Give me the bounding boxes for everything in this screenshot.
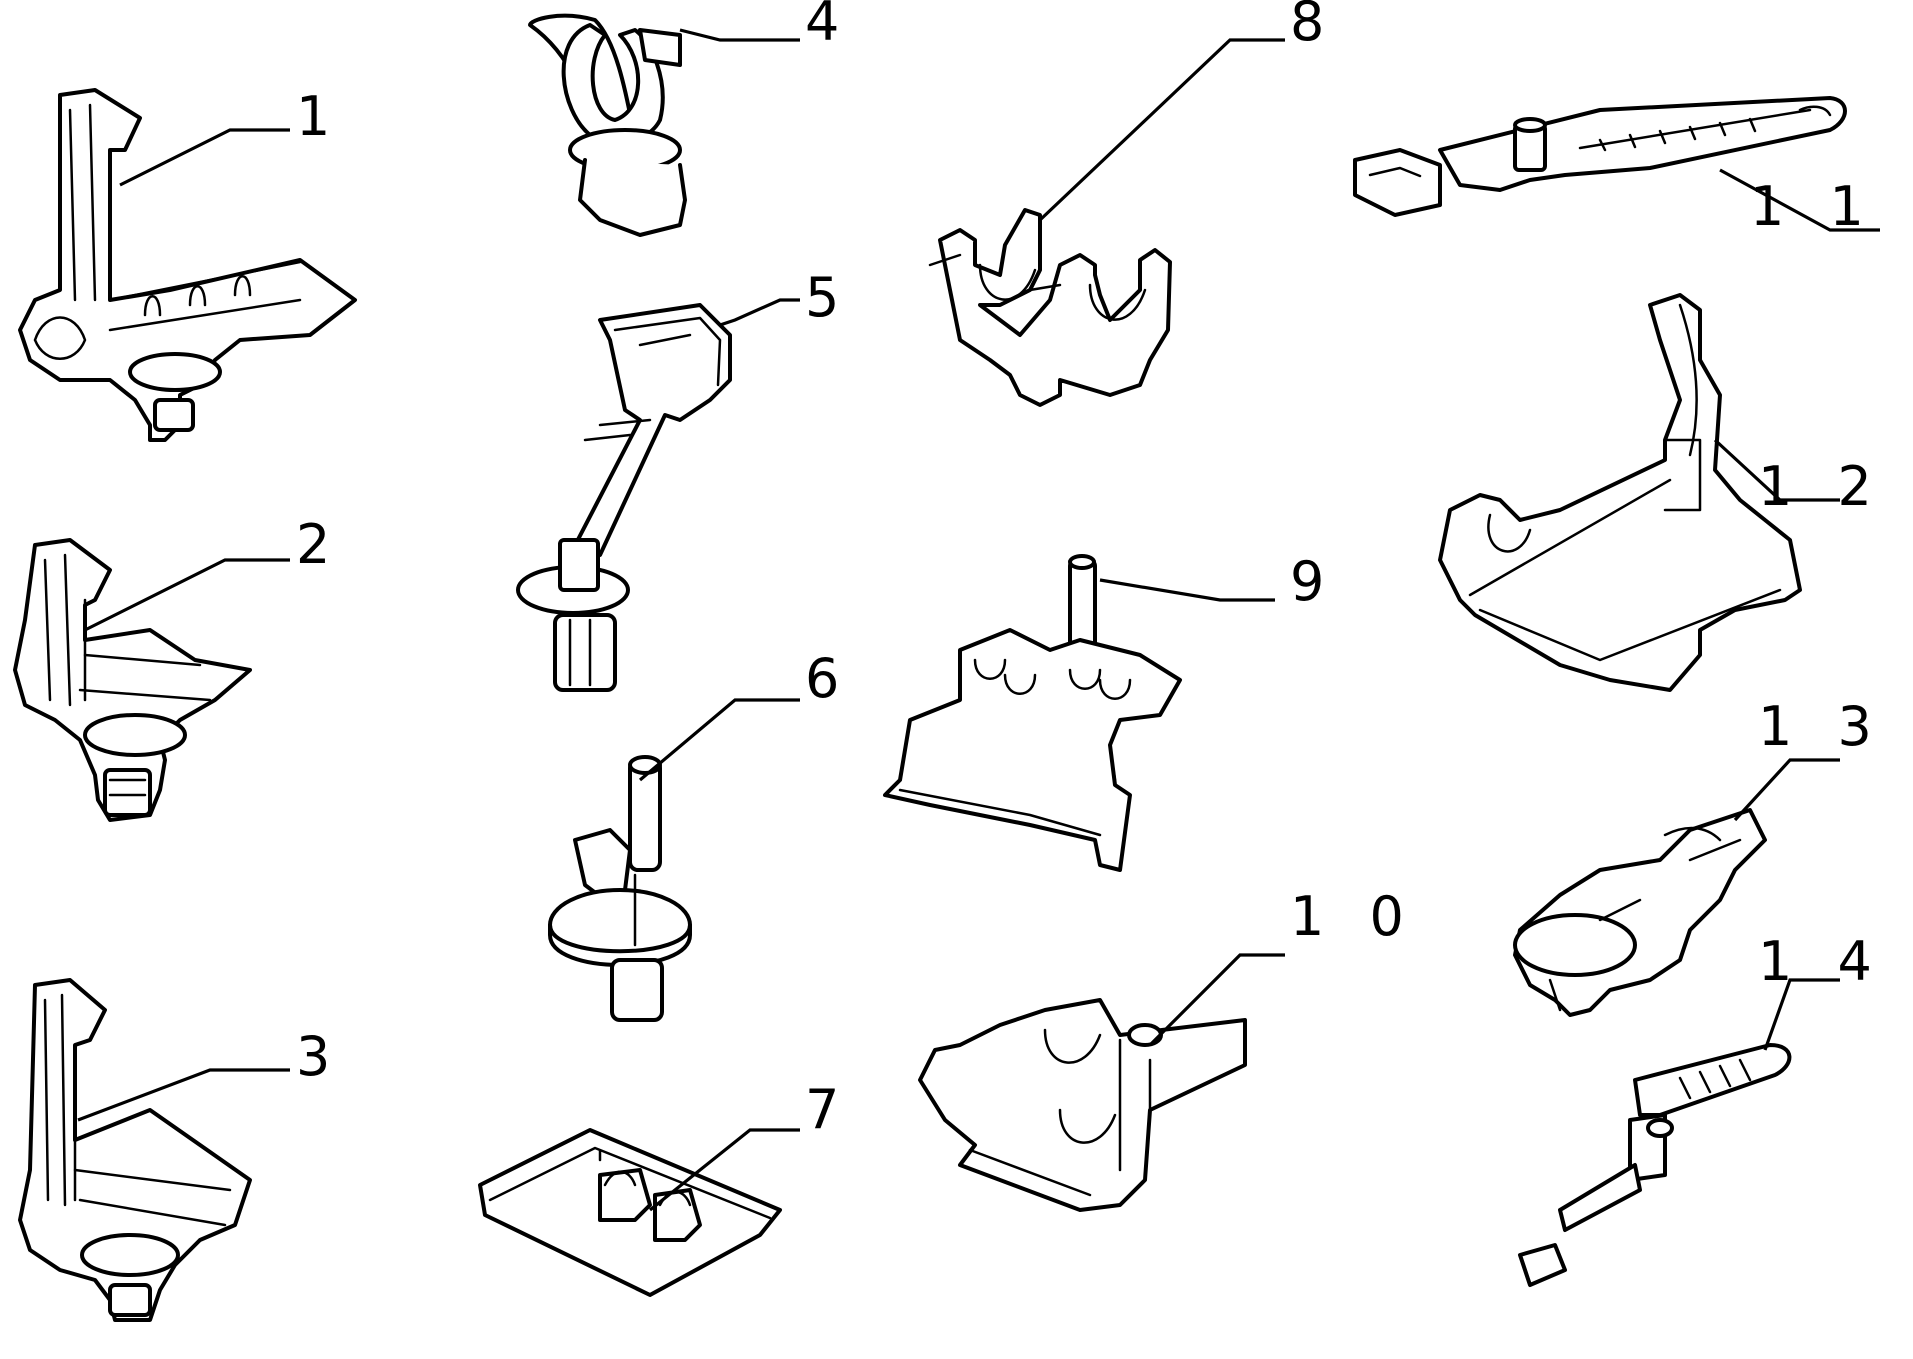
part-9-bracket	[883, 554, 1182, 872]
part-12-base	[1438, 293, 1802, 692]
part-10-bracket	[918, 998, 1247, 1212]
leader-14	[1763, 978, 1840, 1051]
callout-14: 1 4	[1758, 930, 1886, 993]
leader-6	[638, 698, 800, 782]
leader-1	[119, 128, 290, 187]
leader-4	[679, 28, 800, 42]
part-14-tie	[1518, 1043, 1792, 1287]
part-5-clip	[516, 303, 732, 692]
part-4-clip	[528, 13, 687, 237]
part-3-clip	[18, 978, 252, 1322]
part-8-clip	[928, 208, 1172, 407]
leader-9	[1099, 578, 1275, 602]
leader-10	[1148, 953, 1285, 1047]
callout-3: 3	[296, 1025, 344, 1088]
leader-2	[84, 558, 290, 632]
part-2-clip	[13, 538, 252, 822]
part-7-plate	[478, 1128, 782, 1297]
leader-11	[1719, 168, 1880, 232]
part-6-clip	[548, 755, 692, 1022]
callout-9: 9	[1290, 550, 1338, 613]
callout-11: 1 1	[1750, 175, 1878, 238]
callout-numbers: 1 2 3 4 5 6 7 8 9 1 0 1 1 1 2 1 3 1 4	[296, 0, 1886, 1141]
leader-5	[719, 298, 800, 327]
callout-5: 5	[805, 266, 853, 329]
callout-4: 4	[805, 0, 853, 53]
callout-10: 1 0	[1290, 885, 1418, 948]
part-13-clip	[1513, 808, 1767, 1017]
callout-7: 7	[805, 1078, 853, 1141]
part-11-strap	[1353, 96, 1847, 217]
callout-2: 2	[296, 513, 344, 576]
leader-13	[1733, 758, 1840, 822]
callout-1: 1	[296, 85, 344, 148]
callout-13: 1 3	[1758, 695, 1886, 758]
leader-7	[649, 1128, 800, 1212]
part-1-clip	[18, 88, 357, 442]
callout-6: 6	[805, 647, 853, 710]
leader-lines	[77, 28, 1880, 1212]
callout-8: 8	[1290, 0, 1338, 53]
callout-12: 1 2	[1758, 455, 1886, 518]
leader-12	[1713, 438, 1840, 502]
leader-8	[1038, 38, 1285, 222]
leader-3	[77, 1068, 290, 1122]
